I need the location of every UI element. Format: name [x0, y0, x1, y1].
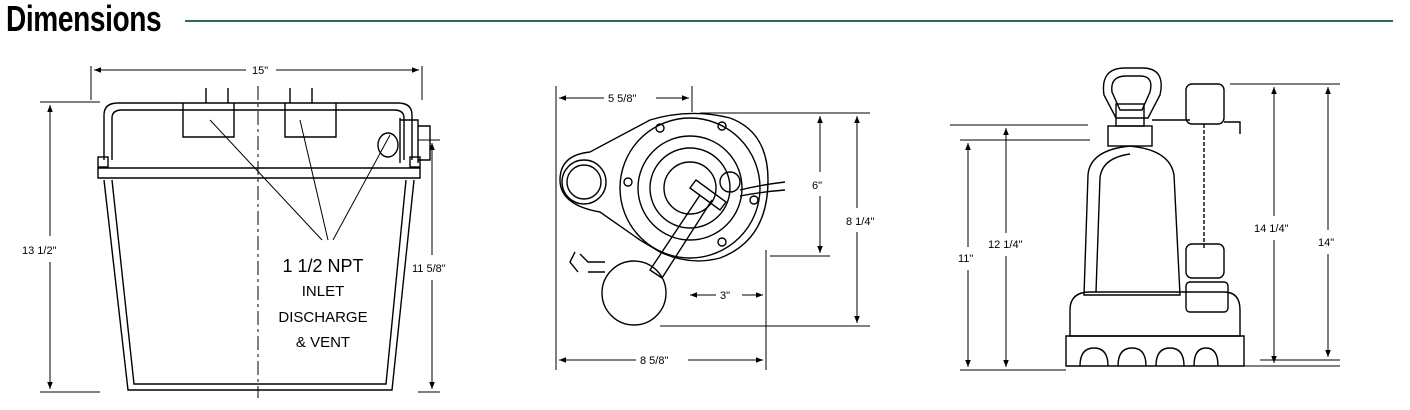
npt-callout: 1 1/2 NPT INLET DISCHARGE & VENT: [278, 256, 367, 351]
callout-line-3: DISCHARGE: [278, 309, 367, 326]
pump-length-label: 8 1/4": [846, 216, 874, 228]
page-title: Dimensions: [6, 0, 162, 39]
pump-side-view: [1065, 67, 1245, 367]
side-overall-height-label: 14": [1318, 237, 1334, 249]
basin-dimensions: [40, 66, 440, 393]
pump-top-dimensions: [555, 86, 870, 370]
pump-top-view: [559, 112, 786, 326]
callout-line-1: 1 1/2 NPT: [282, 256, 363, 276]
callout-line-2: INLET: [302, 283, 345, 300]
pump-width-label: 8 5/8": [640, 355, 668, 367]
side-body-height-label: 11": [958, 253, 973, 265]
basin-drawing: [97, 86, 431, 398]
pump-side-dimensions: [950, 83, 1340, 371]
pump-depth-label: 6": [812, 180, 822, 192]
basin-width-label: 15": [252, 65, 268, 77]
callout-line-4: & VENT: [296, 334, 350, 351]
basin-height-label: 13 1/2": [22, 245, 57, 257]
header-rule: [185, 20, 1393, 22]
float-offset-label: 3": [720, 290, 730, 302]
basin-inlet-height-label: 11 5/8": [412, 263, 446, 275]
side-discharge-height-label: 12 1/4": [988, 239, 1023, 251]
pump-offset-label: 5 5/8": [608, 93, 636, 105]
side-handle-height-label: 14 1/4": [1254, 223, 1289, 235]
